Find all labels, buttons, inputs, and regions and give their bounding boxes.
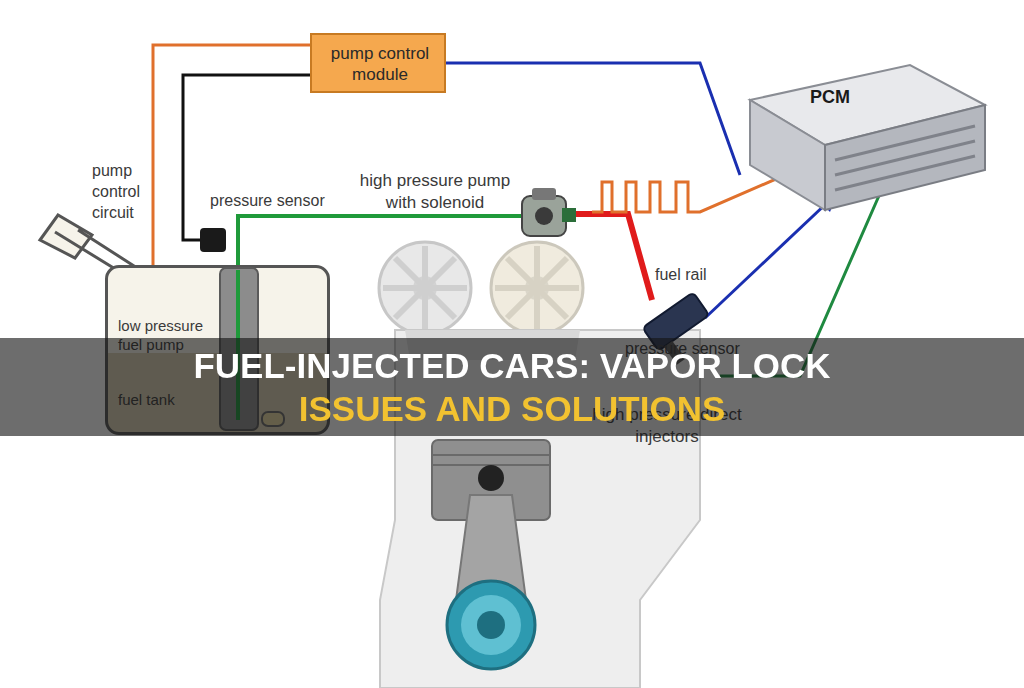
high-pressure-pump [522, 188, 576, 236]
part-label: pressure sensor [210, 190, 350, 211]
part-label: pump control circuit [92, 160, 158, 223]
pcm-shape [740, 60, 990, 220]
part-label: fuel rail [655, 264, 745, 285]
signal-wire [153, 45, 310, 265]
sensor-signal [705, 200, 830, 318]
pcm-face [750, 100, 825, 210]
node-text: PCM [810, 86, 870, 108]
high-pressure-line [566, 214, 652, 300]
pcm-face [825, 105, 985, 210]
part-label: high pressure pump with solenoid [355, 170, 515, 214]
pcm-face [835, 126, 975, 190]
control-module-box: pump control module [310, 33, 446, 93]
pcm-unit: PCM [740, 60, 990, 220]
node-text: pump control module [312, 43, 448, 85]
low-pressure-line [238, 216, 522, 268]
signal-wire [446, 63, 740, 175]
cam-gear [379, 242, 583, 334]
solenoid-signal [592, 172, 792, 212]
sensor-connector [200, 228, 226, 252]
title: FUEL-INJECTED CARS: VAPOR LOCK ISSUES AN… [132, 344, 892, 430]
